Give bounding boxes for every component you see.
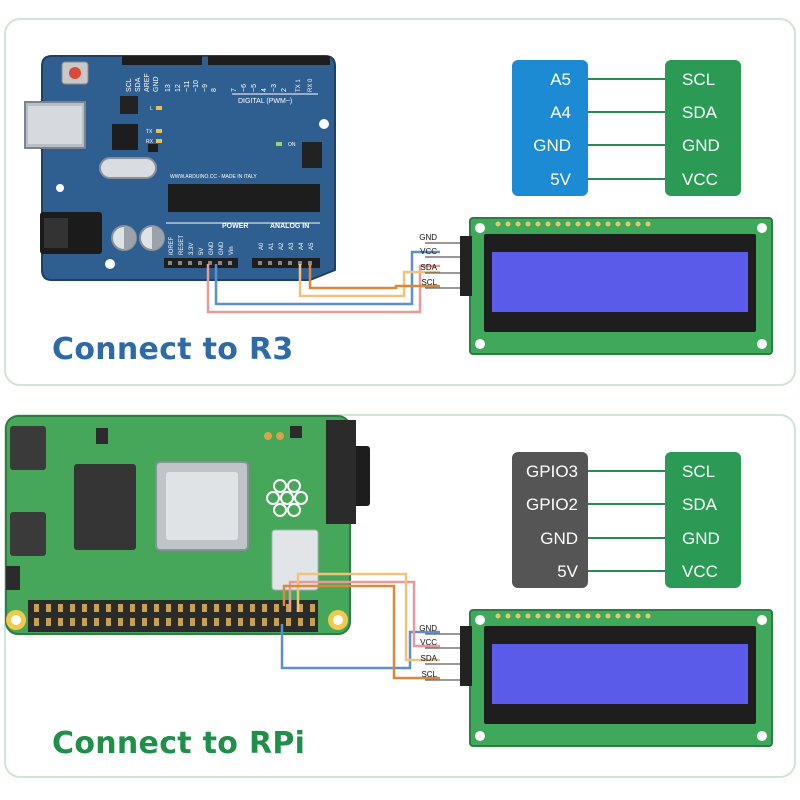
wire-gnd bbox=[280, 624, 440, 670]
power-pin-label: IOREF bbox=[169, 236, 175, 255]
power-pin-label: RESET bbox=[179, 235, 185, 255]
analog-pin-label: A5 bbox=[309, 242, 315, 250]
arduino-pin-box bbox=[512, 60, 588, 196]
lcd-pin-label: GND bbox=[419, 233, 437, 242]
rpi-pin-mapping: GPIO3 GPIO2 GND 5V SCL SDA GND VCC bbox=[512, 452, 741, 588]
section-title-rpi: Connect to RPi bbox=[52, 726, 306, 761]
header-label: GND bbox=[153, 76, 160, 92]
header-label: 4 bbox=[261, 88, 268, 92]
analog-pin-label: A4 bbox=[299, 242, 305, 250]
wire-gnd bbox=[214, 250, 440, 306]
header-label: ~9 bbox=[202, 84, 209, 92]
mapping-right-label: SDA bbox=[682, 103, 718, 122]
lcd-module-r3: GND VCC SDA SCL bbox=[419, 217, 773, 355]
i2c-header bbox=[460, 236, 472, 296]
wire-scl bbox=[282, 584, 440, 680]
raspberry-pi-board bbox=[5, 415, 370, 635]
display-connector bbox=[326, 420, 356, 524]
header-label: AREF bbox=[144, 73, 151, 92]
wire-vcc bbox=[206, 264, 440, 314]
lcd-pin-label: VCC bbox=[420, 638, 437, 647]
lcd-pin-label: VCC bbox=[420, 247, 437, 256]
arduino-pin-mapping: A5 A4 GND 5V SCL SDA GND VCC bbox=[512, 60, 741, 196]
rpi-pin-box bbox=[512, 452, 588, 588]
mapping-right-label: GND bbox=[682, 529, 720, 548]
header-label: ~5 bbox=[251, 84, 258, 92]
power-pin-label: 3.3V bbox=[189, 243, 195, 255]
mapping-left-label: A4 bbox=[550, 103, 571, 122]
reset-button bbox=[69, 67, 81, 79]
led-label: L bbox=[150, 106, 153, 112]
header-label: 8 bbox=[211, 88, 218, 92]
wire-sda bbox=[298, 264, 440, 298]
header-label: ~6 bbox=[241, 84, 248, 92]
microcontroller-chip bbox=[168, 184, 320, 212]
analog-pin-label: A0 bbox=[259, 242, 265, 250]
header-label: 12 bbox=[175, 84, 182, 92]
header-label: ~11 bbox=[184, 81, 191, 92]
mapping-right-label: SCL bbox=[682, 70, 715, 89]
module-pin-box bbox=[665, 60, 741, 196]
arduino-wires bbox=[206, 250, 440, 314]
gpio-header bbox=[28, 600, 318, 632]
module-pin-box bbox=[665, 452, 741, 588]
lcd-screen bbox=[492, 644, 748, 704]
wire-vcc bbox=[288, 580, 440, 648]
wire-scl bbox=[308, 264, 440, 290]
header-analog bbox=[252, 258, 320, 268]
power-pin-label: 5V bbox=[199, 248, 205, 255]
mapping-left-label: A5 bbox=[550, 70, 571, 89]
header-label: SDA bbox=[135, 77, 142, 92]
header-label: ~10 bbox=[193, 80, 200, 92]
header-label: 7 bbox=[231, 88, 238, 92]
lcd-pin-label: SDA bbox=[421, 263, 438, 272]
lcd-pin-label: SCL bbox=[421, 670, 437, 679]
mapping-left-label: GPIO2 bbox=[526, 495, 578, 514]
raspberry-logo-icon bbox=[266, 479, 308, 517]
section-title-r3: Connect to R3 bbox=[52, 332, 294, 367]
lcd-module-rpi: GND VCC SDA SCL bbox=[419, 609, 773, 747]
header-label: TX 1 bbox=[296, 79, 302, 92]
ram-chip bbox=[74, 464, 136, 550]
crystal bbox=[99, 157, 157, 179]
header-top-right bbox=[208, 56, 330, 65]
power-pin-label: Vin bbox=[229, 246, 235, 255]
power-pin-label: GND bbox=[209, 241, 215, 255]
header-label: 2 bbox=[281, 88, 288, 92]
header-label: RX 0 bbox=[308, 78, 314, 92]
header-label: 13 bbox=[165, 84, 172, 92]
mapping-right-label: SCL bbox=[682, 462, 715, 481]
mapping-left-label: 5V bbox=[550, 170, 571, 189]
header-label: SCL bbox=[126, 78, 133, 92]
led-label: RX bbox=[146, 139, 154, 145]
lcd-pin-label: GND bbox=[419, 624, 437, 633]
mapping-left-label: GND bbox=[533, 136, 571, 155]
arduino-board: SCL SDA AREF GND 13 12 ~11 ~10 ~9 8 7 ~6… bbox=[24, 55, 336, 281]
mapping-right-label: VCC bbox=[682, 562, 718, 581]
rpi-wires bbox=[280, 572, 440, 680]
lcd-pin-label: SCL bbox=[421, 278, 437, 287]
header-label: ~3 bbox=[271, 84, 278, 92]
analog-pin-label: A3 bbox=[289, 242, 295, 250]
analog-pin-label: A1 bbox=[269, 242, 275, 250]
mapping-left-label: GPIO3 bbox=[526, 462, 578, 481]
power-label: POWER bbox=[222, 223, 248, 230]
mapping-right-label: VCC bbox=[682, 170, 718, 189]
mapping-left-label: GND bbox=[540, 529, 578, 548]
lcd-pin-label: SDA bbox=[421, 654, 438, 663]
i2c-header bbox=[460, 626, 472, 686]
led-label: ON bbox=[288, 142, 296, 148]
mapping-left-label: 5V bbox=[557, 562, 578, 581]
led-label: TX bbox=[146, 129, 153, 135]
header-top-left bbox=[122, 56, 202, 65]
analog-label: ANALOG IN bbox=[270, 223, 309, 230]
power-pin-label: GND bbox=[219, 241, 225, 255]
digital-label: DIGITAL (PWM~) bbox=[238, 98, 292, 105]
analog-pin-label: A2 bbox=[279, 242, 285, 250]
mapping-right-label: SDA bbox=[682, 495, 718, 514]
lcd-screen bbox=[492, 252, 748, 312]
mapping-right-label: GND bbox=[682, 136, 720, 155]
maker-text: WWW.ARDUINO.CC - MADE IN ITALY bbox=[170, 174, 257, 180]
